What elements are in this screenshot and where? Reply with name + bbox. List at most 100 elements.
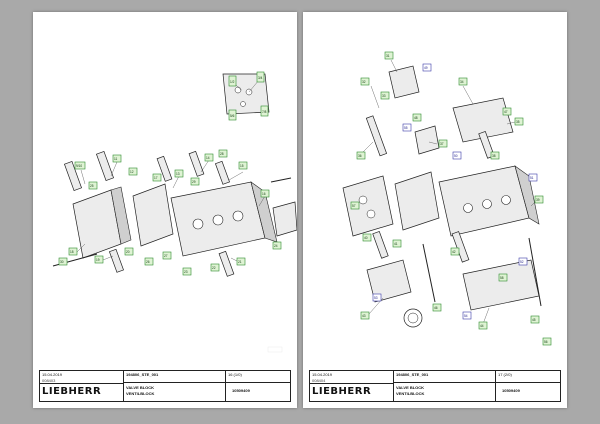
label-p16[interactable]: 21 (236, 257, 246, 266)
label-p19[interactable]: 24 (272, 241, 282, 250)
label-text: 45 (532, 318, 536, 322)
label-p45[interactable]: 45 (530, 315, 540, 324)
label-p52[interactable]: 52 (518, 257, 528, 266)
label-p35[interactable]: 35 (514, 117, 524, 126)
part-number: 10509409 (502, 388, 520, 393)
label-p55[interactable]: 55 (402, 123, 412, 132)
label-p44[interactable]: 44 (478, 321, 488, 330)
label-text: 46 (434, 306, 438, 310)
sheet-number: 17 (2/0) (498, 372, 512, 377)
label-p41[interactable]: 41 (392, 239, 402, 248)
label-p15[interactable]: 20 (124, 247, 134, 256)
label-p3[interactable]: 5/6 (228, 109, 237, 121)
label-p58[interactable]: 58 (498, 273, 508, 282)
label-p12[interactable]: 17 (152, 173, 162, 182)
label-p8[interactable]: 13 (174, 169, 184, 178)
label-text: 11 (114, 157, 118, 161)
label-p51[interactable]: 51 (528, 173, 538, 182)
label-p4[interactable]: 7/8 (260, 105, 269, 117)
label-text: 30 (60, 260, 64, 264)
label-p31[interactable]: 31 (384, 51, 394, 60)
label-p22[interactable]: 27 (162, 251, 172, 260)
label-p11[interactable]: 16 (260, 189, 270, 198)
label-p54[interactable]: 54 (462, 311, 472, 320)
label-text: 49 (424, 66, 428, 70)
label-p2[interactable]: 3/4 (256, 71, 265, 83)
label-p36[interactable]: 36 (356, 151, 366, 160)
label-p46[interactable]: 46 (432, 303, 442, 312)
label-text: 34 (460, 80, 464, 84)
label-p18[interactable]: 23 (182, 267, 192, 276)
label-p53[interactable]: 53 (372, 293, 382, 302)
document-code: 008404 (312, 378, 326, 383)
label-p56[interactable]: 56 (542, 337, 552, 346)
label-p50[interactable]: 50 (452, 151, 462, 160)
label-p13[interactable]: 18 (68, 247, 78, 256)
label-p48[interactable]: 48 (412, 113, 422, 122)
label-p10[interactable]: 15 (238, 161, 248, 170)
label-p9[interactable]: 14 (204, 153, 214, 162)
drawing-number: 194806_STE_001 (126, 372, 159, 377)
label-text: 56 (544, 340, 548, 344)
label-p5[interactable]: 9/10 (74, 161, 86, 170)
valve-block-main-right (342, 165, 540, 237)
leader-lines (76, 79, 266, 263)
label-p57[interactable]: 57 (350, 201, 360, 210)
exploded-view-diagram-right: 31 32 33 34 35 36 37 38 39 40 41 42 43 4… (342, 51, 552, 346)
label-text: 28 (220, 152, 224, 156)
part-number: 10509409 (232, 388, 250, 393)
label-p32[interactable]: 32 (360, 77, 370, 86)
label-text: 19 (96, 258, 100, 262)
label-p37[interactable]: 37 (438, 139, 448, 148)
label-text: 14 (206, 156, 210, 160)
label-p25[interactable]: 30 (58, 257, 68, 266)
label-p6[interactable]: 11 (112, 154, 122, 163)
title-german: VENTILBLOCK (396, 391, 425, 396)
liebherr-logo: LIEBHERR (312, 386, 372, 397)
part-labels: 1/2 3/4 5/6 7/8 9/10 11 12 13 14 15 16 1… (58, 71, 282, 276)
label-p20[interactable]: 25 (88, 181, 98, 190)
title-english: VALVE BLOCK (396, 385, 425, 390)
label-p24[interactable]: 29 (190, 177, 200, 186)
label-p7[interactable]: 12 (128, 167, 138, 176)
title-german: VENTILBLOCK (126, 391, 155, 396)
label-text: 9/10 (76, 164, 82, 168)
label-text: 48 (414, 116, 418, 120)
label-p33[interactable]: 33 (380, 91, 390, 100)
label-text: 50 (454, 154, 458, 158)
upper-sub-block (388, 65, 514, 155)
liebherr-logo: LIEBHERR (42, 386, 102, 397)
label-text: 3/4 (258, 76, 263, 80)
label-text: 43 (362, 314, 366, 318)
label-p17[interactable]: 22 (210, 263, 220, 272)
exploded-view-diagram-left: 1/2 3/4 5/6 7/8 9/10 11 12 13 14 15 16 1… (52, 71, 297, 353)
label-p49[interactable]: 49 (422, 63, 432, 72)
drawing-page-left: 1/2 3/4 5/6 7/8 9/10 11 12 13 14 15 16 1… (33, 12, 297, 408)
label-p23[interactable]: 28 (218, 149, 228, 158)
label-text: 29 (192, 180, 196, 184)
label-text: 13 (176, 172, 180, 176)
label-text: 15 (240, 164, 244, 168)
label-p43[interactable]: 43 (360, 311, 370, 320)
label-p42[interactable]: 42 (450, 247, 460, 256)
label-p38[interactable]: 38 (490, 151, 500, 160)
label-p14[interactable]: 19 (94, 255, 104, 264)
label-text: 25 (90, 184, 94, 188)
label-text: 7/8 (262, 110, 267, 114)
label-p47[interactable]: 47 (502, 107, 512, 116)
part-labels-right: 31 32 33 34 35 36 37 38 39 40 41 42 43 4… (350, 51, 552, 346)
label-text: 51 (530, 176, 534, 180)
label-p39[interactable]: 39 (534, 195, 544, 204)
label-text: 36 (358, 154, 362, 158)
label-p34[interactable]: 34 (458, 77, 468, 86)
label-text: 44 (480, 324, 484, 328)
label-text: 53 (374, 296, 378, 300)
date: 15.04.2019 (312, 372, 333, 377)
label-p21[interactable]: 26 (144, 257, 154, 266)
label-p1[interactable]: 1/2 (228, 75, 237, 87)
label-text: 31 (386, 54, 390, 58)
label-text: 24 (274, 244, 278, 248)
label-text: 52 (520, 260, 524, 264)
label-p40[interactable]: 40 (362, 233, 372, 242)
label-text: 1/2 (230, 80, 235, 84)
